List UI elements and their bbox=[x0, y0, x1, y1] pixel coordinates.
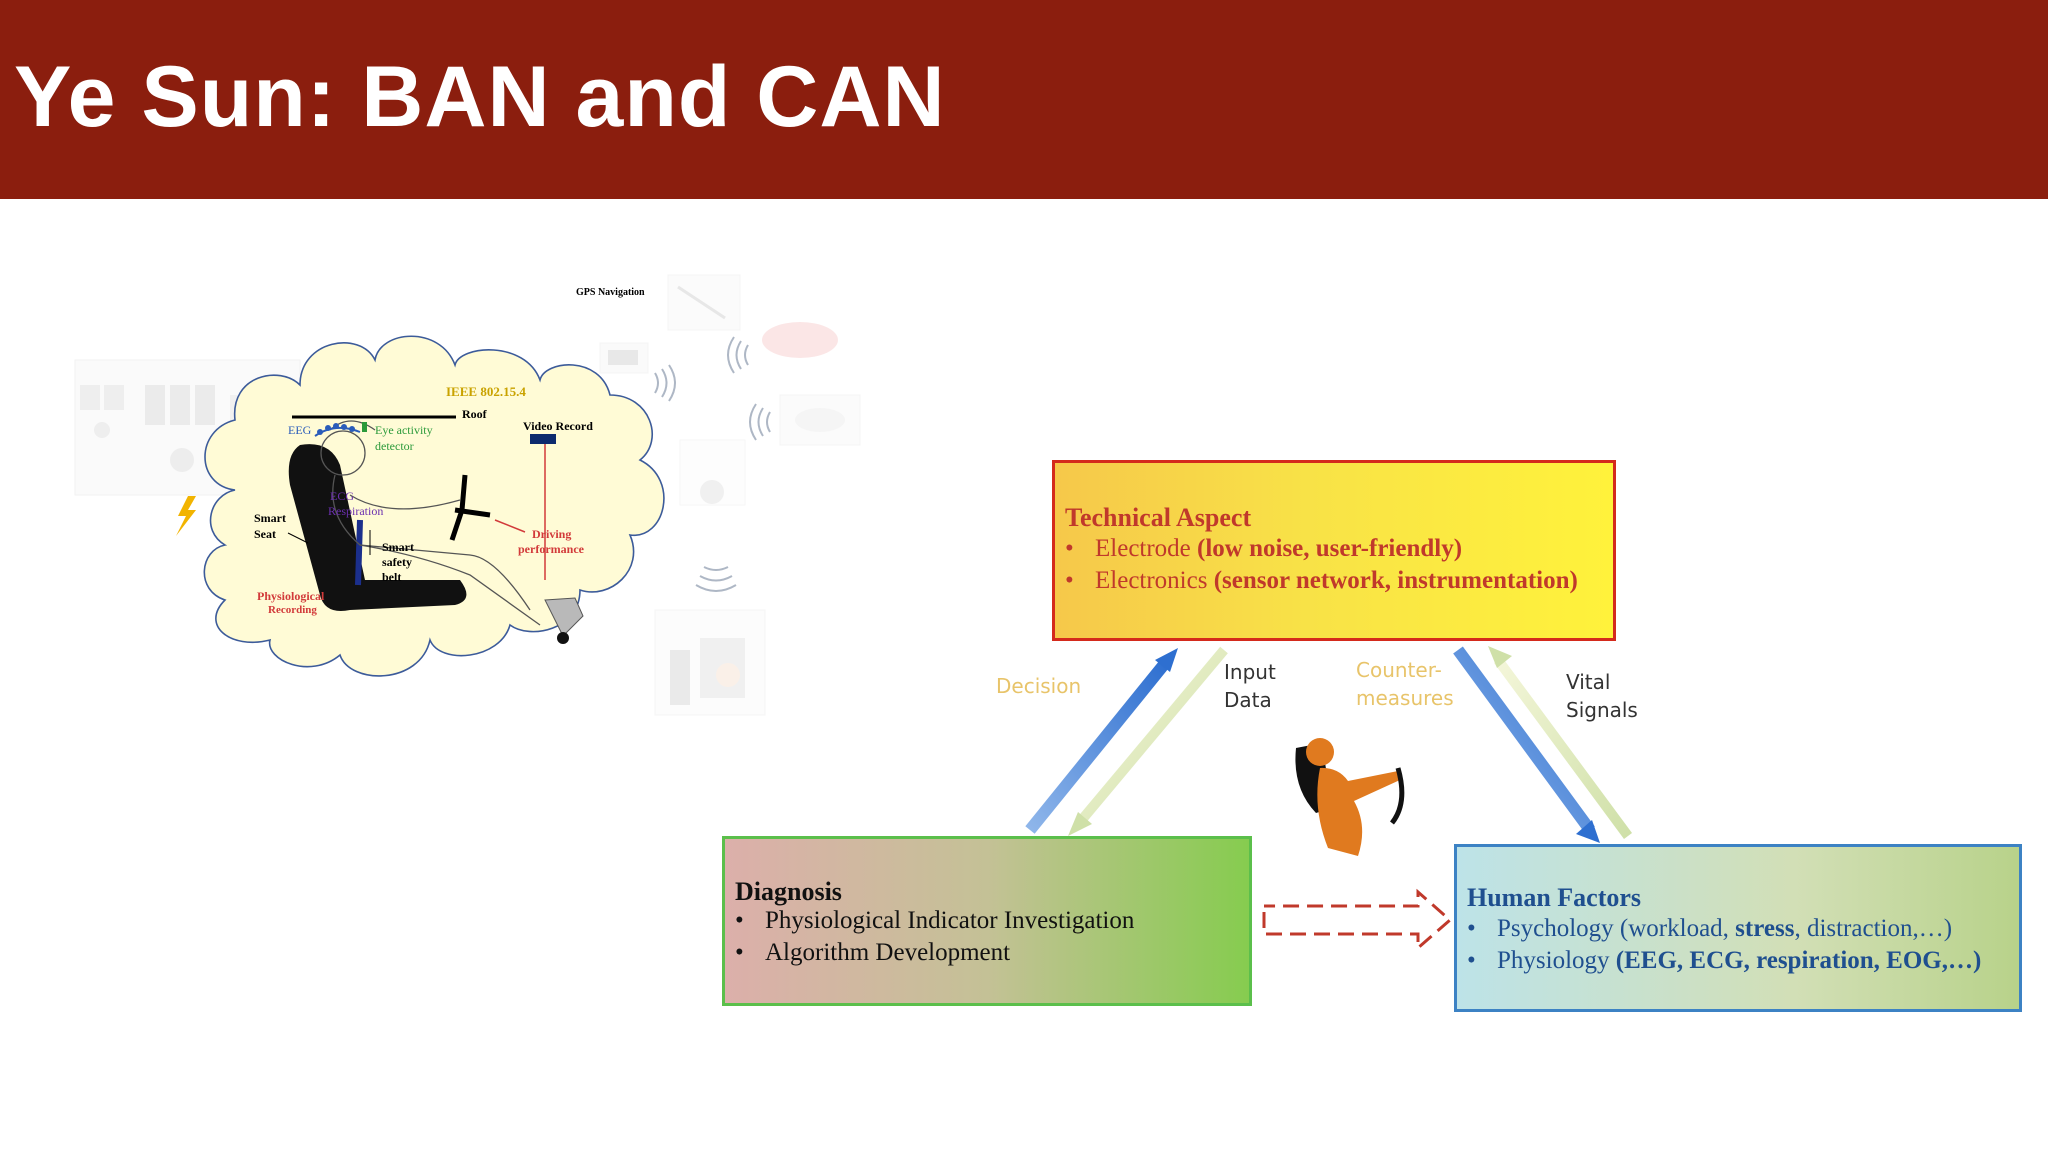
smart-seat-label-2: Seat bbox=[254, 527, 276, 541]
technical-aspect-box: Technical Aspect • Electrode (low noise, … bbox=[1052, 460, 1616, 641]
diagnosis-item-algorithm: • Algorithm Development bbox=[735, 939, 1010, 967]
dashed-arrow bbox=[1262, 888, 1453, 952]
smart-safety-label-3: belt bbox=[382, 570, 402, 584]
psychology-text-a: Psychology (workload, bbox=[1497, 915, 1736, 942]
bullet-icon: • bbox=[735, 907, 744, 934]
psychology-text-b: stress bbox=[1735, 915, 1795, 942]
technical-item-electrode: • Electrode (low noise, user-friendly) bbox=[1065, 535, 1462, 563]
recording-label: Recording bbox=[268, 604, 317, 616]
smart-seat-label-1: Smart bbox=[254, 511, 286, 525]
electronics-bold-text: (sensor network, instrumentation) bbox=[1213, 567, 1578, 594]
countermeasures-label-2: measures bbox=[1356, 686, 1454, 710]
ieee-label: IEEE 802.15.4 bbox=[446, 384, 526, 399]
eye-activity-label: Eye activity bbox=[375, 423, 433, 437]
human-factors-box: Human Factors • Psychology (workload, str… bbox=[1454, 844, 2022, 1012]
diagnosis-title: Diagnosis bbox=[735, 877, 842, 906]
diagnosis-item-indicator-text: Physiological Indicator Investigation bbox=[765, 907, 1135, 934]
faded-devices-right bbox=[599, 274, 861, 716]
bullet-icon: • bbox=[1467, 947, 1476, 974]
bullet-icon: • bbox=[1467, 915, 1476, 942]
human-item-physiology: • Physiology (EEG, ECG, respiration, EOG,… bbox=[1467, 947, 1981, 975]
vital-signals-label-1: Vital bbox=[1566, 670, 1611, 694]
illustration-graphics bbox=[74, 274, 861, 716]
ecg-label: ECG bbox=[330, 489, 354, 503]
human-factors-title: Human Factors bbox=[1467, 883, 1642, 912]
lightning-icon bbox=[176, 496, 196, 536]
diagnosis-box: Diagnosis • Physiological Indicator Inves… bbox=[722, 836, 1252, 1006]
electronics-text: Electronics bbox=[1095, 567, 1214, 594]
physiology-text-a: Physiology bbox=[1497, 947, 1616, 974]
technical-item-electronics: • Electronics (sensor network, instrument… bbox=[1065, 567, 1578, 595]
countermeasures-label-1: Counter- bbox=[1356, 658, 1442, 682]
decision-label: Decision bbox=[996, 674, 1082, 698]
arrow-decision bbox=[1068, 646, 1228, 836]
bullet-icon: • bbox=[1065, 535, 1074, 562]
diagnosis-item-indicator: • Physiological Indicator Investigation bbox=[735, 907, 1134, 935]
psychology-text-c: , distraction,…) bbox=[1794, 915, 1953, 942]
performance-label: performance bbox=[518, 542, 584, 556]
smart-safety-label-2: safety bbox=[382, 555, 412, 569]
vital-signals-label-2: Signals bbox=[1566, 698, 1638, 722]
gps-label: GPS Navigation bbox=[576, 287, 645, 298]
smart-safety-label-1: Smart bbox=[382, 540, 414, 554]
physiology-text-b: (EEG, ECG, respiration, EOG,…) bbox=[1615, 947, 1982, 974]
diagnosis-item-algorithm-text: Algorithm Development bbox=[765, 939, 1011, 966]
input-data-label-1: Input bbox=[1224, 660, 1276, 684]
technical-aspect-title: Technical Aspect bbox=[1065, 503, 1252, 532]
input-data-label-2: Data bbox=[1224, 688, 1272, 712]
slide-title: Ye Sun: BAN and CAN bbox=[14, 49, 946, 145]
ban-can-illustration: GPS Navigation IEEE 802.15.4 Roof EEG Ey… bbox=[0, 199, 900, 759]
title-bar: Ye Sun: BAN and CAN bbox=[0, 0, 2048, 199]
video-record-label: Video Record bbox=[523, 419, 593, 433]
bullet-icon: • bbox=[1065, 567, 1074, 594]
physiological-label: Physiological bbox=[257, 589, 325, 603]
detector-label: detector bbox=[375, 439, 414, 453]
human-item-psychology: • Psychology (workload, stress, distracti… bbox=[1467, 915, 1952, 943]
eeg-label: EEG bbox=[288, 423, 312, 437]
roof-label: Roof bbox=[462, 407, 487, 421]
respiration-label: Respiration bbox=[328, 504, 384, 518]
electrode-bold-text: (low noise, user-friendly) bbox=[1197, 535, 1463, 562]
bullet-icon: • bbox=[735, 939, 744, 966]
driving-label: Driving bbox=[532, 527, 572, 541]
electrode-text: Electrode bbox=[1095, 535, 1198, 562]
